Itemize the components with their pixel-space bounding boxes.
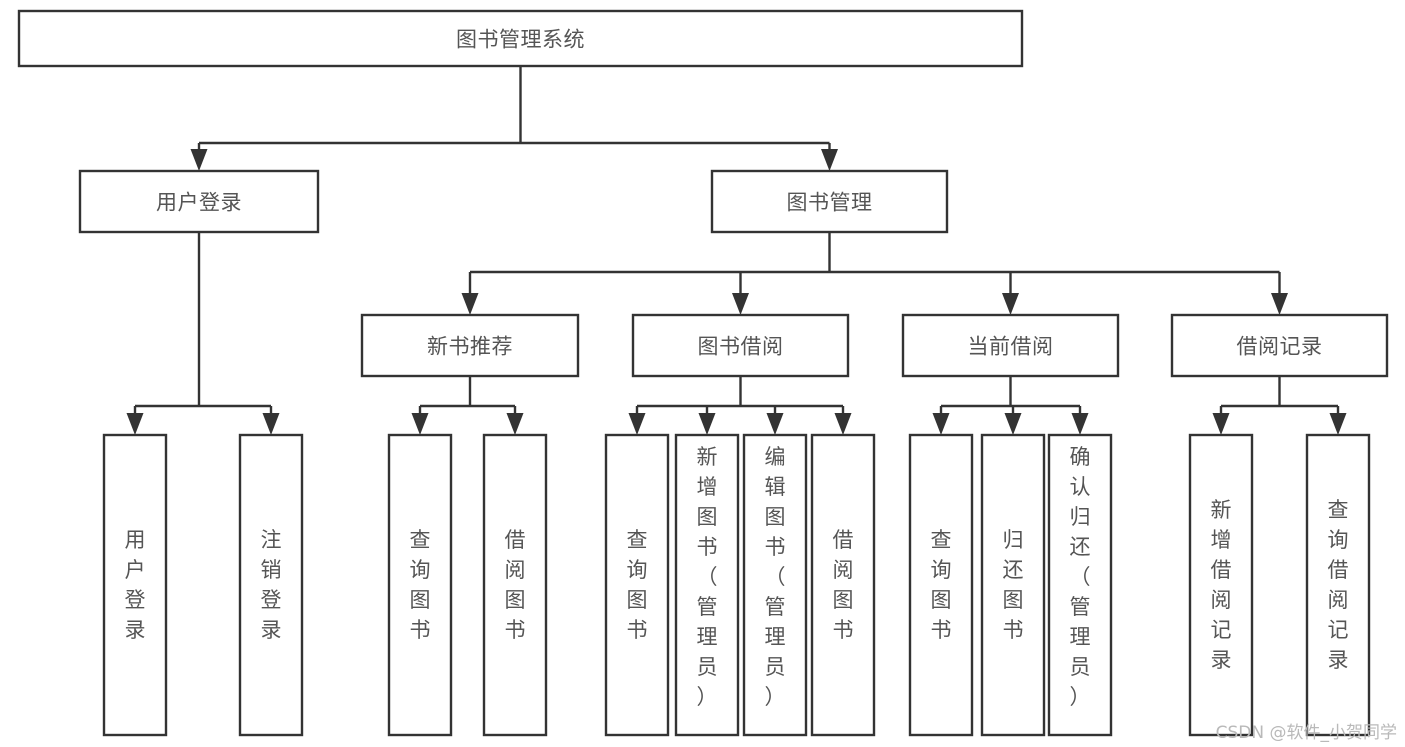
node-label-leaf-query-book-1: 查询图书: [410, 528, 431, 642]
arrow-head-icon: [698, 413, 716, 435]
node-box-leaf-return-book[interactable]: [980, 433, 1046, 737]
connectors-layer: [126, 66, 1347, 435]
node-label-leaf-return-book: 归还图书: [1003, 528, 1024, 642]
node-label-root: 图书管理系统: [456, 28, 585, 52]
arrow-head-icon: [1002, 293, 1019, 315]
node-box-borrow-record[interactable]: [1170, 313, 1389, 378]
node-leaf-borrow-book-1[interactable]: 借阅图书: [482, 433, 548, 737]
arrow-head-icon: [1212, 413, 1230, 435]
node-leaf-user-logout[interactable]: 注销登录: [238, 433, 304, 737]
connector-borrow-record: [1212, 376, 1347, 435]
arrow-head-icon: [262, 413, 280, 435]
node-label-book-borrow: 图书借阅: [698, 335, 784, 359]
node-box-user-login[interactable]: [78, 169, 320, 234]
arrow-head-icon: [932, 413, 950, 435]
node-box-leaf-edit-book[interactable]: [742, 433, 808, 737]
node-current-borrow[interactable]: 当前借阅: [901, 313, 1120, 378]
arrow-head-icon: [1004, 413, 1022, 435]
node-label-leaf-user-logout: 注销登录: [261, 528, 282, 642]
nodes-layer: 图书管理系统用户登录图书管理新书推荐图书借阅当前借阅借阅记录用户登录注销登录查询…: [17, 9, 1389, 737]
connector-new-book-recommend: [411, 376, 524, 435]
node-box-leaf-confirm-return[interactable]: [1047, 433, 1113, 737]
node-label-leaf-query-record: 查询借阅记录: [1328, 498, 1349, 672]
arrow-head-icon: [411, 413, 429, 435]
node-borrow-record[interactable]: 借阅记录: [1170, 313, 1389, 378]
node-leaf-query-book-1[interactable]: 查询图书: [387, 433, 453, 737]
connector-user-login: [126, 232, 280, 435]
node-root[interactable]: 图书管理系统: [17, 9, 1024, 68]
node-box-root[interactable]: [17, 9, 1024, 68]
arrow-head-icon: [1271, 293, 1288, 315]
node-box-leaf-user-logout[interactable]: [238, 433, 304, 737]
node-label-new-book-recommend: 新书推荐: [427, 335, 513, 359]
arrow-head-icon: [834, 413, 852, 435]
node-box-current-borrow[interactable]: [901, 313, 1120, 378]
node-label-leaf-add-record: 新增借阅记录: [1211, 498, 1232, 672]
node-box-leaf-query-book-2[interactable]: [604, 433, 670, 737]
node-label-leaf-add-book: 新增图书（管理员）: [697, 445, 718, 709]
node-leaf-borrow-book-2[interactable]: 借阅图书: [810, 433, 876, 737]
node-label-leaf-edit-book: 编辑图书（管理员）: [765, 445, 786, 709]
arrow-head-icon: [1329, 413, 1347, 435]
connector-current-borrow: [932, 376, 1089, 435]
arrow-head-icon: [461, 293, 479, 315]
node-leaf-query-record[interactable]: 查询借阅记录: [1305, 433, 1371, 737]
arrow-head-icon: [506, 413, 524, 435]
arrow-head-icon: [126, 413, 144, 435]
node-label-leaf-borrow-book-2: 借阅图书: [833, 528, 854, 642]
node-label-leaf-query-book-2: 查询图书: [627, 528, 648, 642]
node-label-leaf-confirm-return: 确认归还（管理员）: [1070, 445, 1091, 709]
node-label-borrow-record: 借阅记录: [1237, 335, 1323, 359]
node-label-leaf-borrow-book-1: 借阅图书: [505, 528, 526, 642]
connector-root: [190, 66, 838, 171]
node-box-leaf-query-book-3[interactable]: [908, 433, 974, 737]
node-label-leaf-query-book-3: 查询图书: [931, 528, 952, 642]
connector-book-management: [461, 232, 1288, 315]
node-box-new-book-recommend[interactable]: [360, 313, 580, 378]
node-box-book-borrow[interactable]: [631, 313, 850, 378]
arrow-head-icon: [628, 413, 646, 435]
node-box-leaf-query-record[interactable]: [1305, 433, 1371, 737]
node-book-borrow[interactable]: 图书借阅: [631, 313, 850, 378]
node-box-leaf-add-record[interactable]: [1188, 433, 1254, 737]
node-leaf-user-login[interactable]: 用户登录: [102, 433, 168, 737]
node-box-leaf-borrow-book-2[interactable]: [810, 433, 876, 737]
arrow-head-icon: [732, 293, 749, 315]
node-label-leaf-user-login: 用户登录: [125, 528, 146, 642]
arrow-head-icon: [766, 413, 784, 435]
node-book-management[interactable]: 图书管理: [710, 169, 949, 234]
node-leaf-return-book[interactable]: 归还图书: [980, 433, 1046, 737]
node-leaf-confirm-return[interactable]: 确认归还（管理员）: [1047, 433, 1113, 737]
connector-book-borrow: [628, 376, 852, 435]
node-leaf-add-book[interactable]: 新增图书（管理员）: [674, 433, 740, 737]
node-box-leaf-user-login[interactable]: [102, 433, 168, 737]
node-leaf-query-book-3[interactable]: 查询图书: [908, 433, 974, 737]
arrow-head-icon: [1071, 413, 1089, 435]
node-label-user-login: 用户登录: [156, 191, 242, 215]
node-new-book-recommend[interactable]: 新书推荐: [360, 313, 580, 378]
node-leaf-edit-book[interactable]: 编辑图书（管理员）: [742, 433, 808, 737]
node-label-current-borrow: 当前借阅: [968, 335, 1054, 359]
csdn-watermark: CSDN @软件_小贺同学: [1215, 723, 1397, 743]
node-leaf-query-book-2[interactable]: 查询图书: [604, 433, 670, 737]
node-label-book-management: 图书管理: [787, 191, 873, 215]
node-user-login[interactable]: 用户登录: [78, 169, 320, 234]
arrow-head-icon: [190, 149, 208, 171]
node-box-leaf-add-book[interactable]: [674, 433, 740, 737]
arrow-head-icon: [821, 149, 838, 171]
node-leaf-add-record[interactable]: 新增借阅记录: [1188, 433, 1254, 737]
node-box-leaf-borrow-book-1[interactable]: [482, 433, 548, 737]
node-box-leaf-query-book-1[interactable]: [387, 433, 453, 737]
node-box-book-management[interactable]: [710, 169, 949, 234]
